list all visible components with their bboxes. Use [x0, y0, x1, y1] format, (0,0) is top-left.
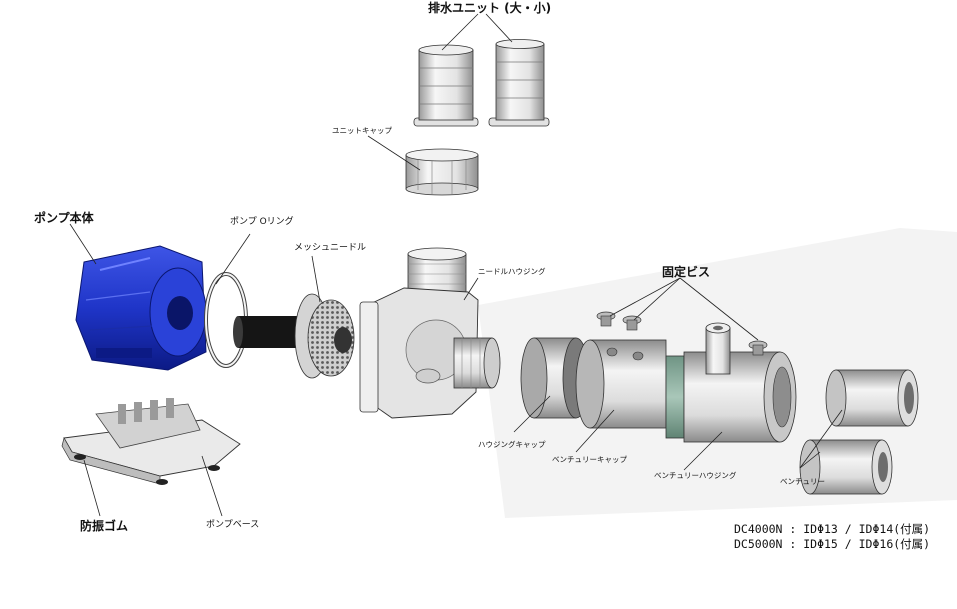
- pump-oring-label: ポンプ Oリング: [230, 217, 294, 227]
- drain-unit-small: [488, 39, 550, 127]
- spec-dc5000n: DC5000N : IDΦ15 / IDΦ16(付属): [734, 537, 931, 551]
- drain-unit-label: 排水ユニット (大・小): [428, 1, 552, 15]
- needle-housing-label: ニードルハウジング: [478, 267, 546, 276]
- pump-body-label: ポンプ本体: [34, 211, 94, 225]
- pump-base-label: ポンプベース: [206, 520, 260, 530]
- drain-unit-large: [413, 44, 479, 127]
- pump-body: [75, 245, 207, 371]
- venturi-cap-label: ベンチュリーキャップ: [552, 455, 627, 464]
- venturi-label: ベンチュリー: [780, 477, 825, 486]
- anti-vibration-rubber: [74, 454, 220, 485]
- venturi-tube-upper: [825, 369, 919, 427]
- mesh-needle: [233, 293, 355, 379]
- venturi-housing-label: ベンチュリーハウジング: [654, 471, 737, 480]
- unit-cap: [405, 148, 479, 196]
- venturi-tube-lower: [799, 439, 893, 495]
- venturi-housing: [665, 322, 797, 443]
- fixing-screw-label: 固定ビス: [662, 265, 711, 279]
- anti-vibration-rubber-label: 防振ゴム: [80, 519, 129, 533]
- mesh-needle-label: メッシュニードル: [294, 243, 367, 253]
- venturi-cap: [575, 339, 667, 429]
- unit-cap-label: ユニットキャップ: [332, 126, 392, 135]
- housing-cap-label: ハウジングキャップ: [478, 440, 546, 449]
- spec-dc4000n: DC4000N : IDΦ13 / IDΦ14(付属): [734, 522, 931, 536]
- leader-lines: [69, 13, 843, 517]
- needle-housing: [359, 247, 501, 419]
- pump-base: [61, 398, 241, 485]
